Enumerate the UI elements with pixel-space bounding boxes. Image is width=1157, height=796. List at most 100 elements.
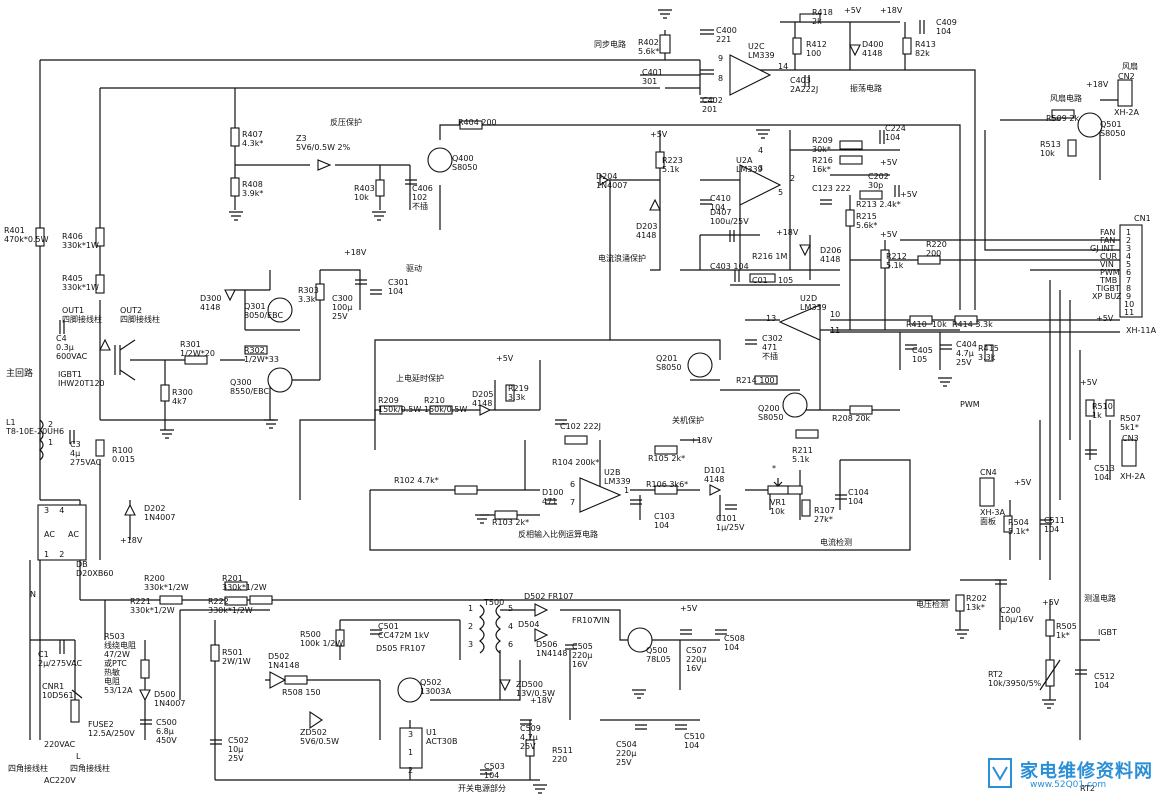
label-d407: D407 100u/25V — [710, 208, 749, 226]
label-r503: R503 线绕电阻 47/2W 或PTC 热敏 电阻 53/12A — [104, 632, 136, 695]
label-c512: C512 104 — [1094, 672, 1115, 690]
grounds — [160, 9, 1134, 794]
label-c402: C402 201 — [702, 96, 723, 114]
label-r220: R220 200 — [926, 240, 947, 258]
label-xh2a-fan: XH-2A — [1114, 108, 1139, 117]
cn1-pin-name: FAN — [1100, 228, 1116, 237]
label-r216m: R216 1M — [752, 252, 788, 261]
label-r302: R302 1/2W*33 — [244, 346, 279, 364]
label-u2a-5: 5 — [778, 188, 784, 197]
label-r301: R301 1/2W*20 — [180, 340, 215, 358]
cn1-label: CN1 — [1134, 214, 1151, 223]
label-c01: C01 105 — [752, 276, 794, 285]
label-d506: D506 1N4148 — [536, 640, 568, 658]
label-shutdown-prot: 关机保护 — [672, 416, 704, 425]
label-c508: C508 104 — [724, 634, 745, 652]
label-l1-pins: 2 1 — [48, 420, 54, 447]
label-u2a: U2A LM339 — [736, 156, 763, 174]
label-u2c: U2C LM339 — [748, 42, 775, 60]
label-plus5v-r213: +5V — [900, 190, 918, 199]
label-r102: R102 4.7k* — [394, 476, 439, 485]
label-r413: R413 82k — [915, 40, 936, 58]
cn1-plus5v: +5V — [1096, 314, 1114, 323]
label-d500: D500 1N4007 — [154, 690, 186, 708]
label-t500: T500 — [484, 598, 505, 607]
label-u2d: U2D LM339 — [800, 294, 827, 312]
label-c400: C400 221 — [716, 26, 737, 44]
label-igbt1: IGBT1 IHW20T120 — [58, 370, 105, 388]
label-q501: Q501 S8050 — [1100, 120, 1126, 138]
label-voltage-detect: 电压检测 — [916, 600, 948, 609]
label-u2b: U2B LM339 — [604, 468, 631, 486]
label-c505: C505 220μ 16V — [572, 642, 593, 669]
label-r414: R414 3.3k — [952, 320, 993, 329]
label-pwm: PWM — [960, 400, 980, 409]
label-u2c-9: 9 — [718, 54, 724, 63]
label-r201: R201 330k*1/2W — [222, 574, 267, 592]
label-r404: R404 200 — [458, 118, 497, 127]
label-c406: C406 102 不插 — [412, 184, 433, 211]
label-d504: D504 — [518, 620, 540, 629]
wires — [29, 21, 1130, 781]
label-d205: D205 4148 — [472, 390, 494, 408]
label-fan: 风扇 — [1122, 62, 1138, 71]
label-plus5v-r505: +5V — [1042, 598, 1060, 607]
cn1-pin-name: GJ INT — [1090, 244, 1115, 253]
label-db-ac2: AC — [68, 530, 79, 539]
label-c4: C4 0.3μ 600VAC — [56, 334, 88, 361]
label-zd502: ZD502 5V6/0.5W — [300, 728, 339, 746]
label-pin-l: L — [76, 752, 81, 761]
label-out1: OUT1 四脚接线柱 — [62, 306, 102, 324]
label-surge: 电流浪涌保护 — [598, 254, 646, 263]
label-r513: R513 10k — [1040, 140, 1061, 158]
label-u2b-7: 7 — [570, 498, 576, 507]
label-u2b-6: 6 — [570, 480, 576, 489]
cn1-pin-number: 4 — [1126, 252, 1132, 261]
cn1-pin-name: XP BUZ — [1092, 292, 1122, 301]
label-temp-detect: 测温电路 — [1084, 594, 1116, 603]
label-star: * — [772, 464, 776, 473]
label-drive: 驱动 — [406, 264, 422, 273]
label-r405: R405 330k*1W — [62, 274, 99, 292]
label-c123: C123 222 — [812, 184, 851, 193]
label-q400: Q400 S8050 — [452, 154, 478, 172]
label-r402: R402 5.6k* — [638, 38, 660, 56]
label-c104: C104 104 — [848, 488, 869, 506]
label-db-ac1: AC — [44, 530, 55, 539]
label-u2c-8: 8 — [718, 74, 724, 83]
label-c403: C403 2A222J — [790, 76, 819, 94]
label-u2d-13: 13 — [766, 314, 777, 323]
label-c513: C513 104 — [1094, 464, 1115, 482]
label-r210: R210 150k/0.5W — [424, 396, 468, 414]
label-r107: R107 27k* — [814, 506, 835, 524]
label-r216: R216 16k* — [812, 156, 833, 174]
label-c301: C301 104 — [388, 278, 409, 296]
label-r300: R300 4k7 — [172, 388, 193, 406]
label-d203: D203 4148 — [636, 222, 658, 240]
label-q500: Q500 78L05 — [646, 646, 671, 664]
label-d202: D202 1N4007 — [144, 504, 176, 522]
label-r505: R505 1k* — [1056, 622, 1077, 640]
label-r509: R509 2k — [1046, 114, 1080, 123]
label-rt2: RT2 10k/3950/5% — [988, 670, 1042, 688]
label-d101: D101 4148 — [704, 466, 726, 484]
label-r214: R214 100 — [736, 376, 775, 385]
label-r403: R403 10k — [354, 184, 375, 202]
label-d502top: D502 FR107 — [524, 592, 574, 601]
label-c300: C300 100μ 25V — [332, 294, 353, 321]
label-c101: C101 1μ/25V — [716, 514, 745, 532]
label-r406: R406 330k*1W — [62, 232, 99, 250]
label-u1-pins: 3 1 2 — [408, 730, 414, 775]
label-q300: Q300 8550/EBC — [230, 378, 270, 396]
label-c1: C1 2μ/275VAC — [38, 650, 83, 668]
label-plus18v-r105: +18V — [690, 436, 713, 445]
label-plus5v-u2a: +5V — [650, 130, 668, 139]
label-r219: R219 3.3k — [508, 384, 529, 402]
capacitors — [59, 20, 1097, 775]
label-r209b: R209 150k/0.5W — [378, 396, 422, 414]
label-plus5v-r219: +5V — [496, 354, 514, 363]
label-terminal-right: 四角接线柱 — [70, 764, 110, 773]
label-c500: C500 6.8μ 450V — [156, 718, 177, 745]
label-r209: R209 30k* — [812, 136, 833, 154]
label-d300: D300 4148 — [200, 294, 222, 312]
